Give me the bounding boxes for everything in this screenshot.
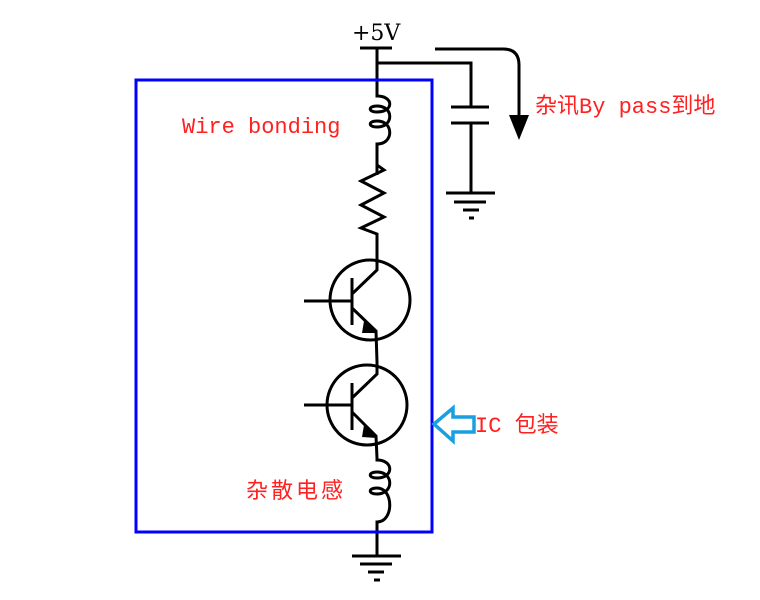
ground-symbol-main xyxy=(352,554,401,582)
transistor-2 xyxy=(304,362,409,459)
ic-package-pointer-arrow xyxy=(431,404,476,445)
ground-symbol-capacitor xyxy=(446,191,495,220)
ic-package-box xyxy=(134,78,434,534)
wire-bonding-inductor xyxy=(368,92,392,175)
emitter-arrow-1 xyxy=(362,321,377,333)
bypass-flow-arrow xyxy=(435,47,521,118)
stray-inductance-label: 杂散电感 xyxy=(246,479,346,504)
stray-inductor xyxy=(368,458,392,555)
wire-bonding-label: Wire bonding xyxy=(182,115,340,140)
supply-label: +5V xyxy=(352,21,401,46)
ic-package-label: IC 包装 xyxy=(475,413,559,439)
resistor xyxy=(357,155,388,270)
bypass-wire xyxy=(377,61,473,107)
emitter-arrow-2 xyxy=(362,425,377,438)
bypass-arrowhead xyxy=(509,115,529,140)
transistor-1 xyxy=(304,255,412,363)
bypass-label: 杂讯By pass到地 xyxy=(535,94,715,120)
